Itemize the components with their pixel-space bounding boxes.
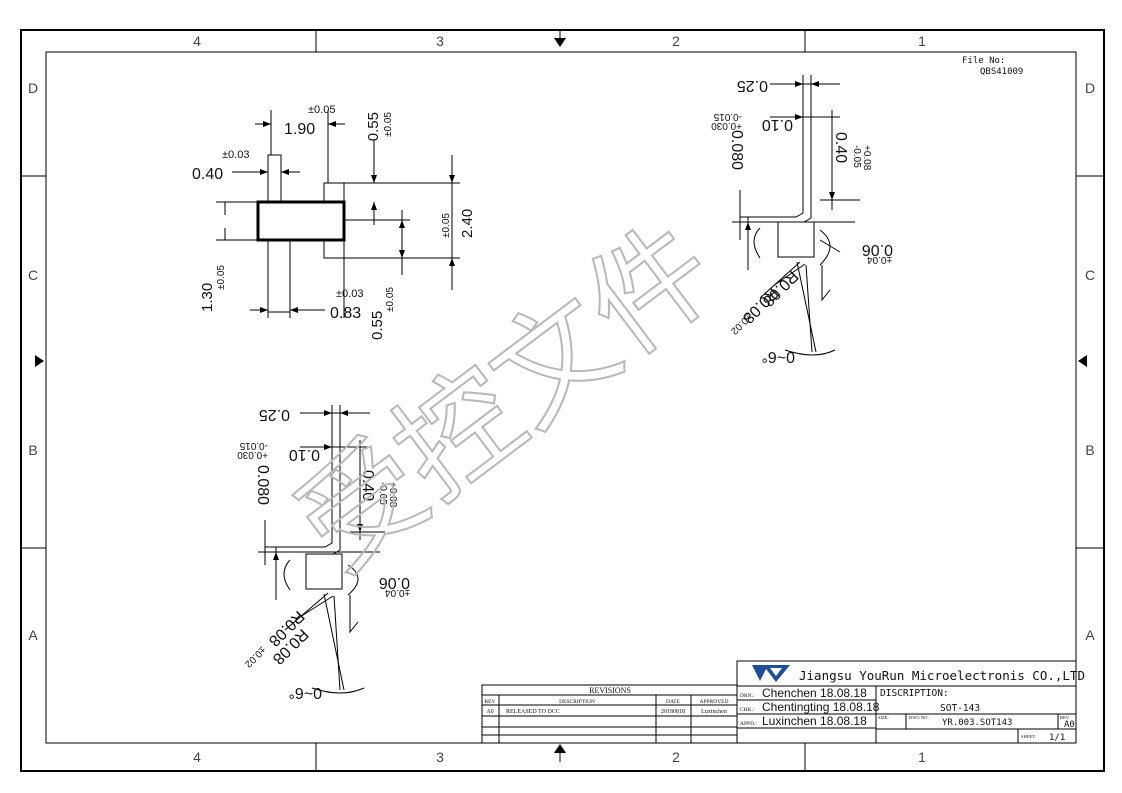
- description-value: SOT-143: [940, 703, 980, 714]
- revisions-header-rev: REV: [485, 699, 496, 705]
- chk-value: Chentingting 18.08.18: [762, 700, 880, 714]
- dim-lower-0-40-tol-a: +0.08: [387, 482, 398, 508]
- dim-lead-length-2: 0.55: [369, 311, 386, 340]
- drn-label: DRN.:: [740, 693, 755, 699]
- outer-border: [20, 29, 1105, 772]
- dim-upper-0-40-tol-b: -0.05: [851, 145, 862, 168]
- row-label-d-left: D: [28, 80, 38, 96]
- rev-label: REV.: [1060, 715, 1070, 720]
- side-view-detail-upper: [732, 75, 860, 356]
- revisions-header-approved: APPROVED: [699, 699, 728, 705]
- rev-value: A0: [1064, 720, 1075, 730]
- dim-lower-0-40: 0.40: [359, 470, 376, 501]
- dim-lead-length: 0.55: [365, 112, 382, 141]
- file-no-label: File No:: [962, 56, 1005, 66]
- revision-row-date: 20180818: [661, 709, 685, 715]
- dim-lower-0-25: 0.25: [259, 406, 290, 423]
- dim-lower-0-080: 0.080: [254, 465, 271, 505]
- dwg-no-value: YR.003.SOT143: [942, 718, 1012, 728]
- row-label-d-right: D: [1085, 80, 1095, 96]
- title-block: [736, 660, 1077, 744]
- row-label-a-left: A: [28, 627, 38, 643]
- col-label-2-top: 2: [672, 33, 680, 49]
- dim-upper-0-40: 0.40: [832, 132, 849, 163]
- sheet-label: SHEET:: [1021, 734, 1036, 739]
- dim-upper-0-10: 0.10: [762, 116, 793, 133]
- zone-ticks: [21, 30, 1104, 771]
- revisions-header-date: DATE: [666, 699, 681, 705]
- col-label-2-bottom: 2: [672, 749, 680, 765]
- dim-lead-length-tol: ±0.05: [383, 112, 394, 137]
- dim-overall-length-tol: ±0.05: [441, 213, 452, 238]
- col-label-4-top: 4: [193, 33, 201, 49]
- row-label-b-left: B: [28, 442, 37, 458]
- col-label-4-bottom: 4: [193, 749, 201, 765]
- dim-pitch: 1.90: [284, 121, 315, 138]
- file-no-value: QBS41009: [980, 67, 1023, 77]
- drn-value: Chenchen 18.08.18: [762, 686, 867, 700]
- dim-body-width-tol: ±0.05: [216, 265, 227, 290]
- dim-lower-0-06-tol: ±0.04: [385, 587, 410, 598]
- row-label-c-left: C: [28, 267, 38, 283]
- dim-upper-0-080: 0.080: [728, 130, 745, 170]
- dim-upper-0-10-tol-a: -0.015: [713, 111, 742, 122]
- dwg-no-label: DWG NO.:: [909, 715, 930, 720]
- dim-lead-width-tol: ±0.03: [222, 149, 249, 161]
- appd-value: Luxinchen 18.08.18: [762, 714, 867, 728]
- top-view-drawing: [216, 110, 460, 318]
- revisions-title: REVISIONS: [589, 686, 631, 695]
- dim-upper-angle: 0~6°: [761, 348, 795, 365]
- revision-row-description: RELEASED TO DCC: [506, 709, 560, 715]
- description-label: DISCRIPTION:: [880, 688, 949, 699]
- dim-upper-0-10-tol-b: +0.030: [711, 120, 742, 131]
- dim-lead-width-2-tol: ±0.03: [336, 288, 363, 300]
- revision-row-approved: Luxinchen: [701, 709, 727, 715]
- dim-lower-0-10-tol-a: -0.015: [239, 440, 268, 451]
- revisions-header-description: DESCRIPTION: [559, 699, 595, 705]
- dim-overall-length: 2.40: [459, 209, 476, 238]
- size-label: SIZE:: [878, 715, 889, 720]
- dim-lower-0-40-tol-b: -0.05: [377, 482, 388, 505]
- center-arrows: [35, 31, 1087, 762]
- col-label-3-bottom: 3: [436, 749, 444, 765]
- col-label-1-top: 1: [918, 33, 926, 49]
- row-label-a-right: A: [1085, 627, 1095, 643]
- company-name: Jiangsu YouRun Microelectronis CO.,LTD: [799, 668, 1085, 683]
- dim-lead-width-2: 0.83: [330, 305, 361, 322]
- revisions-table: [481, 684, 738, 744]
- revision-row-rev: A0: [486, 709, 493, 715]
- chk-label: CHK.:: [740, 707, 755, 713]
- row-label-b-right: B: [1085, 442, 1094, 458]
- col-label-1-bottom: 1: [918, 749, 926, 765]
- dim-body-width: 1.30: [199, 283, 216, 312]
- dim-lower-0-10-tol-b: +0.030: [237, 449, 268, 460]
- dim-upper-0-40-tol-a: +0.08: [861, 145, 872, 171]
- col-label-3-top: 3: [436, 33, 444, 49]
- dim-pitch-tol: ±0.05: [308, 104, 335, 116]
- dim-lead-width: 0.40: [192, 166, 223, 183]
- company-logo: [752, 665, 790, 682]
- row-label-c-right: C: [1085, 267, 1095, 283]
- side-view-detail-lower: [258, 405, 385, 694]
- dim-upper-0-06-tol: ±0.04: [867, 254, 892, 265]
- appd-label: APPD.:: [740, 721, 757, 727]
- dim-lower-angle: 0~6°: [288, 684, 322, 701]
- dim-upper-0-25: 0.25: [737, 77, 768, 94]
- dim-upper-0-06: 0.06: [862, 241, 893, 258]
- dim-lower-0-10: 0.10: [289, 446, 320, 463]
- dim-lead-length-2-tol: ±0.05: [385, 287, 396, 312]
- dim-lower-0-06: 0.06: [379, 574, 410, 591]
- dim-lower-radius-tol: ±0.02: [242, 644, 268, 670]
- sheet-value: 1/1: [1049, 733, 1065, 743]
